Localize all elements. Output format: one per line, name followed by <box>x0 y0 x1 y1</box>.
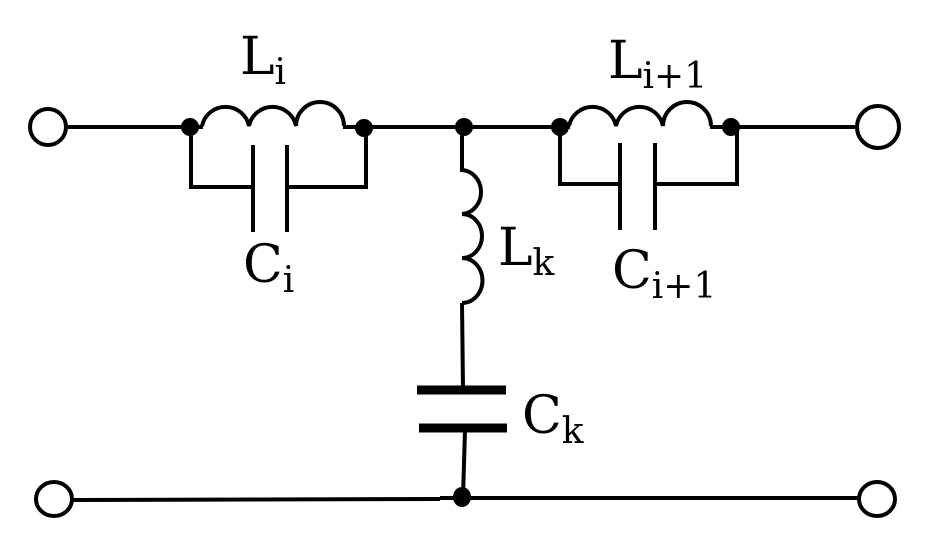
wire-lk-ck <box>460 302 465 389</box>
label-ci1: Ci+1 <box>612 241 716 307</box>
wire-ck-bottom <box>461 429 467 498</box>
wire-ci1-right <box>655 127 739 186</box>
terminal-input-bottom <box>34 480 74 518</box>
label-ck: Ck <box>522 386 585 452</box>
wire-ci-right <box>287 127 368 189</box>
label-li: Li <box>240 27 286 93</box>
junction-node <box>181 118 199 136</box>
terminal-output-bottom <box>857 480 897 518</box>
junction-node <box>722 118 740 136</box>
inductor-li1-coil <box>567 100 713 127</box>
junction-node <box>455 118 473 136</box>
wire-input-bottom <box>69 497 441 502</box>
terminal-output-top <box>855 104 901 150</box>
junction-node <box>355 119 373 137</box>
junction-node <box>453 487 471 507</box>
wire-ci1-left <box>558 127 619 186</box>
junction-node <box>551 118 569 136</box>
label-ci: Ci <box>243 235 294 301</box>
inductor-li-coil <box>200 100 346 127</box>
inductor-lk-coil <box>459 167 485 305</box>
label-li1: Li+1 <box>608 31 707 97</box>
terminal-input-top <box>28 107 68 147</box>
wire-ci-left <box>189 127 251 189</box>
label-lk: Lk <box>498 218 556 284</box>
